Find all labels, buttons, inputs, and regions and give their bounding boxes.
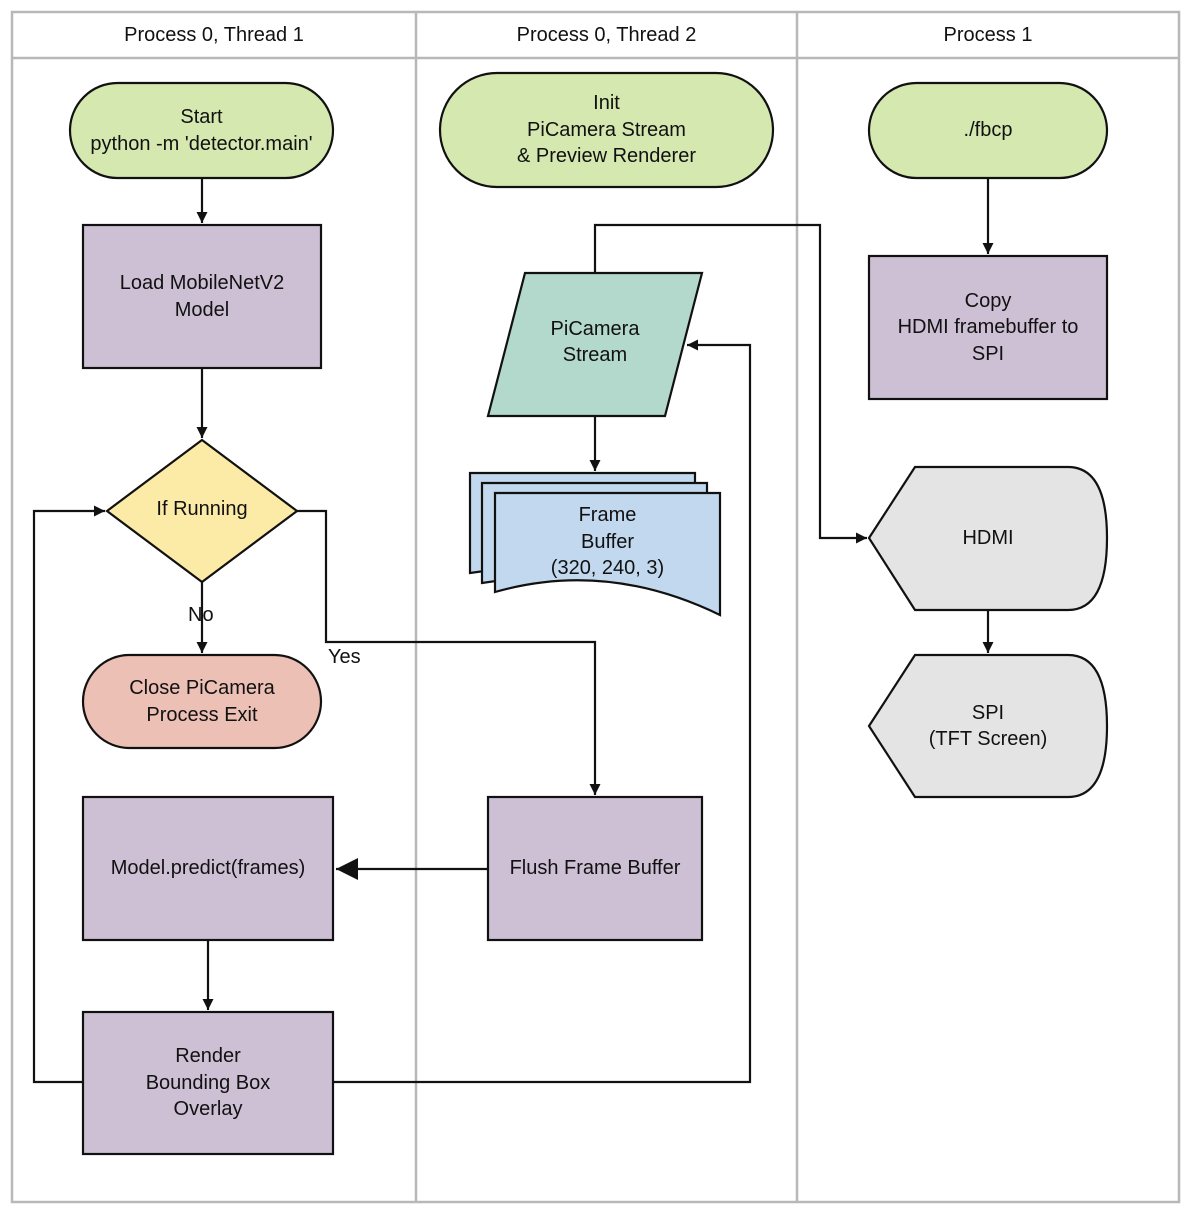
close-label: Close PiCamera Process Exit xyxy=(129,677,275,726)
frame-buffer-documents xyxy=(493,491,722,617)
start-label: Start python -m 'detector.main' xyxy=(90,106,313,155)
frame-buffer-label: Frame Buffer (320, 240, 3) xyxy=(550,504,665,580)
edge-label-yes: Yes xyxy=(328,646,361,668)
flush-label: Flush Frame Buffer xyxy=(509,857,681,880)
load-model-label: Load MobileNetV2 Model xyxy=(119,272,285,321)
render-process xyxy=(81,1010,335,1156)
hdmi-label: HDMI xyxy=(962,527,1014,550)
lane-header-process0-thread1: Process 0, Thread 1 xyxy=(124,23,304,46)
edge-label-no: No xyxy=(188,604,214,626)
predict-process xyxy=(81,795,335,942)
picamera-stream-data xyxy=(486,271,704,418)
copy-process xyxy=(867,254,1109,401)
load-model-process xyxy=(81,223,323,370)
lane-header-process0-thread2: Process 0, Thread 2 xyxy=(516,23,697,46)
picamera-stream-label: PiCamera Stream xyxy=(550,317,640,366)
swimlane-frame xyxy=(10,10,1181,1204)
edge-decision-yes xyxy=(297,509,601,795)
fbcp-label: ./fbcp xyxy=(963,119,1013,142)
spi-display xyxy=(867,653,1109,799)
spi-label: SPI (TFT Screen) xyxy=(928,701,1048,750)
edge-render-to-stream xyxy=(333,339,752,1084)
if-running-label: If Running xyxy=(156,497,248,520)
close-terminal xyxy=(81,653,323,750)
init-terminal xyxy=(438,71,775,189)
lane-header-process1: Process 1 xyxy=(943,23,1033,46)
flush-process xyxy=(486,795,704,942)
swimlane-border xyxy=(10,10,1181,1204)
edge-render-loop xyxy=(32,505,105,1084)
edge-stream-to-hdmi xyxy=(593,223,867,544)
predict-label: Model.predict(frames) xyxy=(110,857,306,880)
render-label: Render Bounding Box Overlay xyxy=(145,1045,271,1121)
copy-label: Copy HDMI framebuffer to SPI xyxy=(897,289,1079,365)
hdmi-display xyxy=(867,465,1109,612)
init-label: Init PiCamera Stream & Preview Renderer xyxy=(517,92,696,168)
